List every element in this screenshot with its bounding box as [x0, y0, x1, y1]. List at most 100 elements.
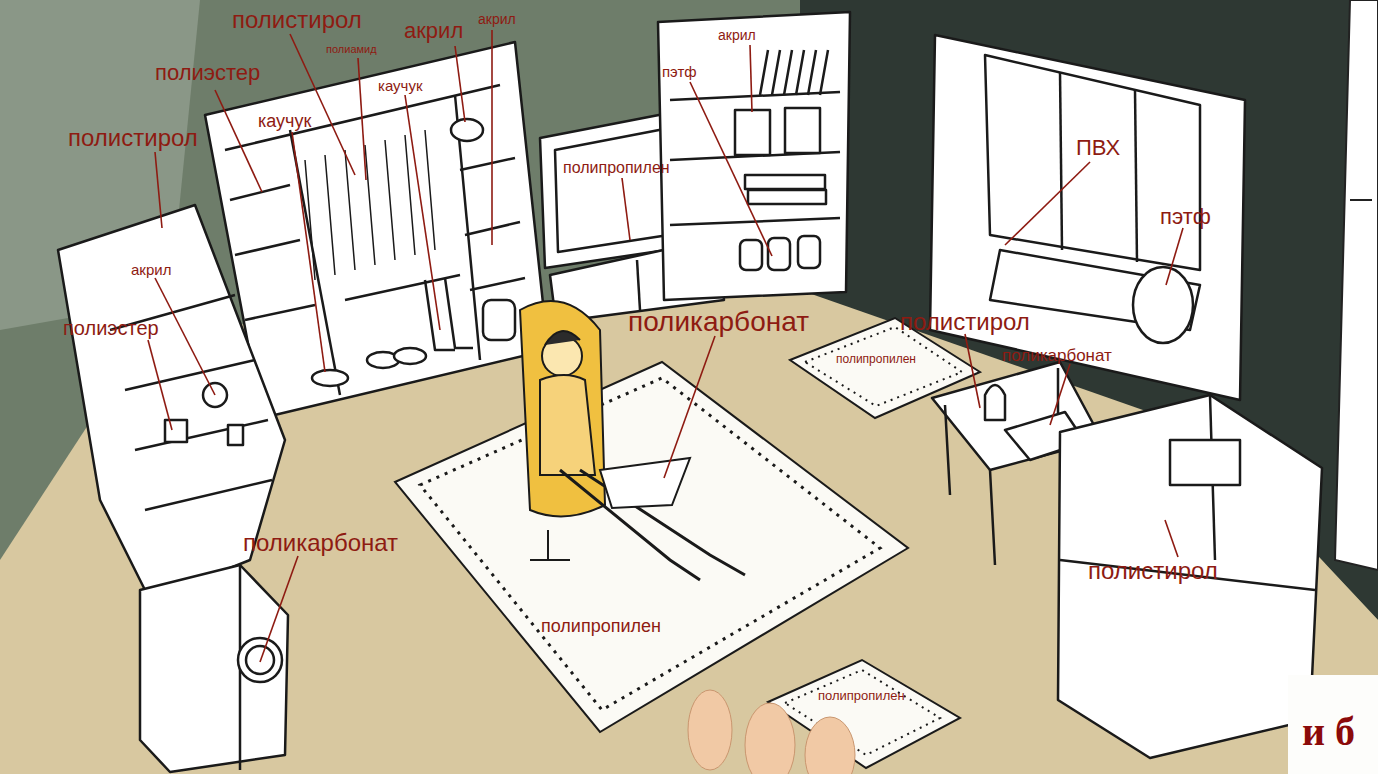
material-label: полиэстер — [155, 62, 260, 84]
leader-lines-part — [405, 95, 440, 330]
leader-lines-part — [455, 46, 465, 122]
furniture-part — [745, 175, 825, 189]
leader-lines-part — [965, 334, 980, 408]
furniture-part — [930, 35, 1245, 400]
furniture-part — [425, 278, 473, 350]
leader-lines-part — [1005, 162, 1090, 245]
leader-lines-part — [215, 90, 262, 192]
material-label: полистирол — [68, 126, 198, 150]
furniture-part — [760, 50, 828, 95]
furniture-part — [785, 108, 820, 153]
furniture-part — [394, 348, 426, 364]
caption-fragment: и б — [1302, 712, 1355, 752]
hand-part — [805, 717, 855, 774]
furniture-part — [165, 420, 187, 442]
furniture-part — [483, 300, 515, 340]
furniture-part — [470, 278, 525, 290]
furniture-part — [125, 360, 255, 390]
furniture-part — [735, 110, 770, 155]
furniture-part — [140, 565, 288, 772]
material-label: пэтф — [1160, 206, 1211, 228]
leader-lines-part — [1166, 228, 1183, 285]
leader-lines-part — [690, 82, 772, 256]
leader-lines — [148, 30, 1183, 662]
leader-lines-part — [290, 34, 355, 175]
hand-part — [745, 703, 795, 774]
leader-lines-part — [750, 45, 752, 112]
furniture-part — [290, 130, 340, 395]
material-label: поликарбонат — [243, 531, 398, 555]
furniture-part — [305, 130, 435, 280]
material-label: полистирол — [900, 310, 1030, 334]
furniture-part — [451, 119, 483, 141]
chair-and-person-part — [530, 530, 570, 560]
leader-lines-part — [664, 336, 715, 478]
material-label: полистирол — [1088, 559, 1218, 583]
furniture-part — [658, 12, 850, 300]
leader-lines-part — [622, 178, 630, 240]
material-label: пэтф — [662, 64, 697, 79]
material-label: акрил — [404, 20, 463, 42]
furniture-part — [1170, 440, 1240, 485]
material-label: полипропилен — [818, 689, 905, 702]
furniture-part — [145, 480, 272, 510]
material-label: поликарбонат — [1002, 347, 1112, 364]
furniture-part — [460, 158, 515, 170]
material-label: полипропилен — [563, 160, 670, 176]
furniture-part — [748, 190, 826, 204]
furniture-part — [1060, 72, 1062, 250]
pipe — [1335, 0, 1378, 570]
furniture-part — [245, 305, 315, 320]
leader-lines-part — [260, 556, 298, 662]
furniture-part — [1058, 395, 1322, 758]
leader-lines-part — [1050, 364, 1070, 425]
leader-lines-part — [491, 30, 493, 245]
material-label: каучук — [378, 78, 422, 93]
leader-lines-part — [155, 152, 162, 228]
leader-lines-part — [358, 58, 366, 180]
furniture-part — [1135, 90, 1137, 262]
material-label: акрил — [718, 28, 756, 42]
pipe-part — [1350, 199, 1372, 201]
material-label: каучук — [258, 112, 311, 130]
material-label: полиамид — [326, 44, 377, 55]
material-label: полипропилен — [836, 353, 916, 365]
material-label: поликарбонат — [628, 308, 809, 336]
rugs-part — [805, 327, 962, 406]
furniture-part — [1133, 267, 1193, 343]
furniture — [58, 12, 1322, 772]
leader-lines-part — [1165, 520, 1178, 557]
furniture-part — [985, 55, 1200, 270]
leader-lines-part — [148, 340, 172, 430]
furniture-part — [345, 275, 460, 300]
furniture-part — [985, 385, 1005, 420]
hand — [688, 690, 855, 774]
furniture-part — [312, 370, 348, 386]
chair-and-person-part — [540, 375, 595, 475]
leader-lines-part — [292, 132, 325, 372]
chair-and-person-part — [545, 331, 580, 345]
material-label: ПВХ — [1076, 137, 1120, 159]
furniture-part — [135, 420, 268, 450]
material-label: полиэстер — [63, 318, 159, 338]
rugs — [395, 318, 980, 768]
furniture-part — [205, 42, 548, 418]
furniture-part — [235, 240, 300, 255]
hand-part — [688, 690, 732, 770]
chair-and-person-part — [520, 301, 605, 516]
furniture-part — [1060, 560, 1315, 590]
furniture-part — [740, 240, 762, 270]
furniture-part — [637, 260, 640, 310]
material-label: акрил — [478, 12, 516, 26]
caption-box — [1288, 675, 1378, 774]
chair-and-person — [520, 301, 745, 580]
material-label: полипропилен — [541, 617, 661, 635]
furniture-part — [798, 236, 820, 268]
pipe-part — [1335, 0, 1378, 570]
caption-box-part — [1288, 675, 1378, 774]
